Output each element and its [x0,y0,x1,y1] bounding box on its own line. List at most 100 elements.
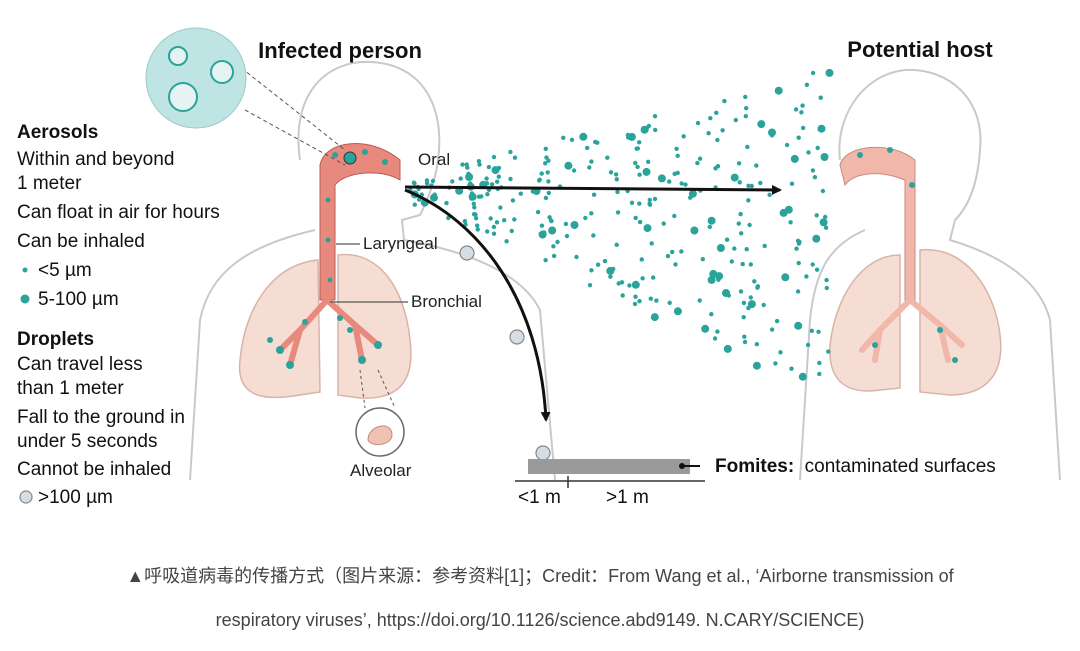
aerosol-particle [608,170,614,175]
aerosol-particle [450,179,455,184]
aerosol-large-size: 5-100 µm [38,289,119,310]
aerosol-particle [484,176,489,181]
aerosol-particle [489,182,495,187]
aerosol-particle [769,327,775,332]
droplet-arrow [404,188,551,422]
aerosol-particle [774,86,783,95]
aerosol-particle [651,275,656,280]
aerosol-particle [613,172,619,177]
aerosol-particle [746,198,751,203]
aerosol-particle [814,267,820,272]
aerosol-particle [412,181,417,186]
aerosol-particle [714,110,719,116]
aerosol-particle [652,196,658,202]
aerosol-particle [814,213,819,218]
aerosol-particle [541,230,547,235]
aerosol-particle [752,361,761,370]
aerosol-particle [614,177,619,182]
aerosol-particle [810,168,816,173]
aerosol-particle [460,162,465,167]
aerosol-particle [504,239,509,244]
aerosol-particle [681,134,686,139]
aerosol-particle [546,158,551,163]
aerosol-particle [631,280,640,289]
aerosols-line-1: Within and beyond [17,149,174,170]
aerosol-particle [707,224,712,230]
aerosol-particle [709,269,718,278]
aerosol-particle [574,254,579,260]
aerosol-particle [546,179,551,184]
aerosol-particle [543,195,549,201]
aerosol-particle [715,329,720,334]
aerosol-particle [561,135,566,140]
aerosol-particle [726,293,731,298]
aerosol-particle [817,124,826,133]
aerosol-particle [633,160,638,166]
aerosol-particle [642,167,651,176]
aerosol-particle [673,307,682,316]
aerosol-particle [587,165,592,170]
aerosol-particle [809,328,814,333]
aerosol-particle [675,170,680,176]
distance-near-label: <1 m [518,487,561,508]
aerosol-particle [495,179,500,184]
aerosol-particle [640,125,649,134]
aerosol-particle [701,324,710,333]
aerosol-particle [458,176,463,181]
aerosol-particle [800,103,805,108]
aerosol-particle [633,294,638,299]
aerosol-particle [547,215,552,220]
aerosol-particle [496,165,502,171]
droplets-line-5: Cannot be inhaled [17,459,171,480]
aerosol-particle [679,181,684,186]
aerosol-particle [804,274,809,279]
aerosol-particle [810,70,816,76]
aerosol-particle [675,153,680,158]
aerosol-particle [742,334,747,339]
aerosol-particle [762,243,767,249]
aerosol-particle [647,197,652,203]
droplet-legend-dot [19,490,33,504]
aerosol-particle [640,276,645,281]
aerosol-particle [473,212,478,217]
distance-far-label: >1 m [606,487,649,508]
aerosol-particle [488,216,493,221]
aerosol-particle [545,170,550,175]
aerosol-particle [485,229,490,234]
aerosol-particle [667,300,672,305]
aerosol-particle [823,225,829,230]
aerosol-particle [475,223,480,228]
aerosol-particle [563,221,569,227]
fomites-description: contaminated surfaces [805,456,996,477]
aerosol-particle [695,160,700,166]
aerosol-particle [715,164,721,169]
aerosol-particle [757,120,766,129]
aerosol-particle [512,217,517,222]
aerosol-particle [795,289,801,294]
aerosol-particle [812,234,821,243]
aerosol-particle [729,259,734,264]
aerosol-particle [629,200,635,205]
aerosol-particle [546,190,551,196]
aerosol-particle [465,173,474,181]
fomite-surface [515,459,705,488]
aerosol-particle [736,161,742,166]
aerosol-particle [810,262,815,267]
large-aerosol-dot [20,294,30,304]
aerosol-particle [491,154,497,160]
aerosol-particle [605,155,610,160]
aerosol-particle [583,215,588,221]
aerosol-particle [446,215,451,221]
aerosol-particle [571,168,577,173]
aerosol-small-size: <5 µm [38,260,92,281]
aerosol-particle [579,132,588,141]
aerosol-particle [510,198,516,203]
aerosol-particle [723,344,732,353]
aerosol-particle [823,214,828,220]
aerosol-particle [733,117,738,123]
aerosol-particle [732,246,737,251]
infected-person-title: Infected person [258,38,422,63]
aerosol-particle [758,180,763,186]
aerosol-particle [637,219,643,225]
aerosol-particle [548,226,557,235]
